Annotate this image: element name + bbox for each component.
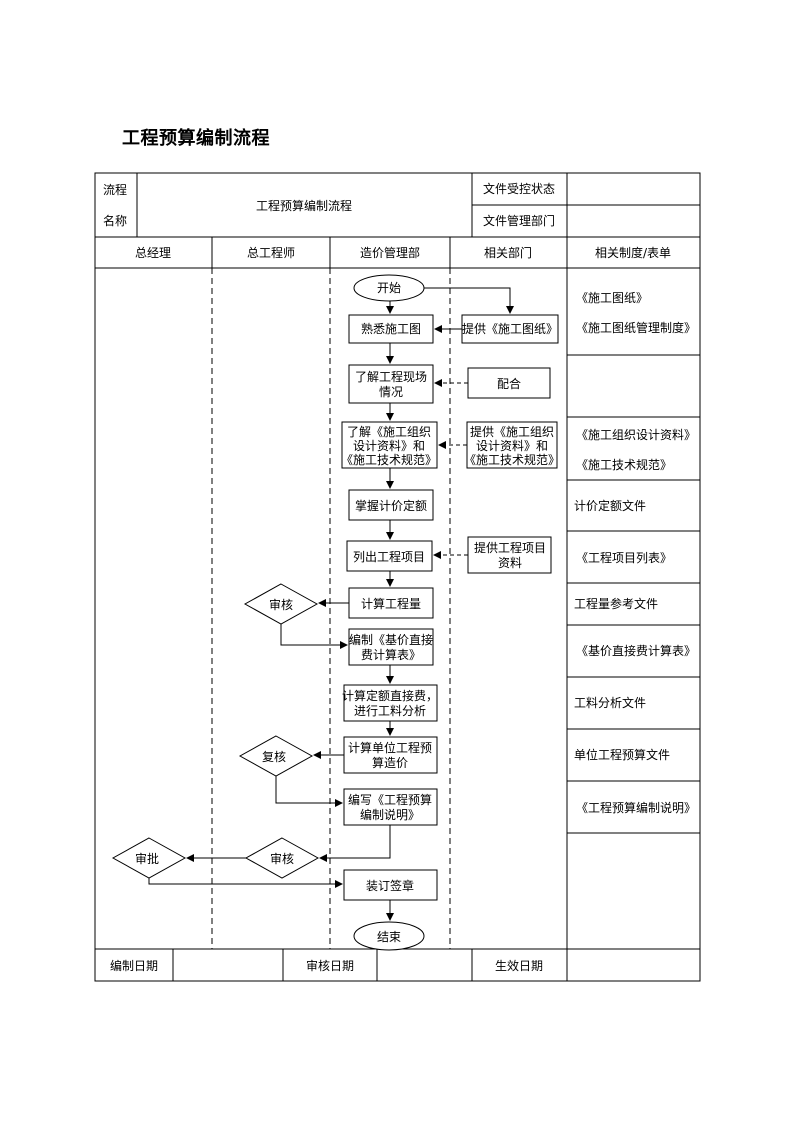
step-understand-site [348,364,434,404]
related-provide-drawings-label: 提供《施工图纸》 [462,321,558,336]
related-cooperate [467,367,551,399]
column-header-forms: 相关制度/表单 [595,245,671,260]
form-quantity-reference: 工程量参考文件 [574,596,658,611]
start-label: 开始 [377,281,401,295]
form-drawing-management-rules: 《施工图纸管理制度》 [576,320,696,335]
step-calc-direct-cost-label-2: 进行工料分析 [354,704,426,718]
related-provide-item-data-label-2: 资料 [498,556,522,570]
step-list-items-label: 列出工程项目 [353,549,425,564]
doc-dept-label: 文件管理部门 [483,213,555,228]
step-compile-cost-sheet-label-2: 费计算表》 [361,647,421,662]
step-understand-design-data-label-3: 《施工技术规范》 [341,452,437,467]
end-node [353,921,425,951]
related-provide-design-data-label-2: 设计资料》和 [476,439,548,453]
page-title: 工程预算编制流程 [122,128,270,149]
doc-status-label: 文件受控状态 [483,181,555,196]
step-understand-design-data [341,421,438,469]
related-provide-drawings [461,314,559,344]
step-calc-quantity-label: 计算工程量 [361,596,421,611]
arrow-review-n7 [280,624,348,649]
step-master-quota-label: 掌握计价定额 [355,498,427,513]
table-border [94,172,701,982]
related-provide-item-data-label-1: 提供工程项目 [474,540,546,555]
arrow-n10-review2 [319,825,391,862]
step-calc-unit-budget-label-1: 计算单位工程预 [348,740,432,755]
related-cooperate-label: 配合 [497,376,521,391]
step-calc-direct-cost-label-1: 计算定额直接费， [342,688,438,703]
step-write-description-label-2: 编制说明》 [360,807,420,822]
column-header-cost-dept: 造价管理部 [360,245,420,260]
step-list-items [346,540,433,572]
step-calc-unit-budget [343,736,438,774]
step-familiarize-drawings [348,314,434,344]
decision-review-2-label: 审核 [270,851,294,866]
step-compile-cost-sheet [348,628,434,666]
decision-review-2 [244,837,320,879]
step-calc-quantity [348,587,434,619]
related-provide-design-data-label-1: 提供《施工组织 [470,424,554,439]
decision-approve-label: 审批 [135,851,159,866]
arrow-recheck-n10 [275,776,343,807]
step-familiarize-drawings-label: 熟悉施工图 [361,321,421,336]
form-labor-material-analysis: 工料分析文件 [574,695,646,710]
end-label: 结束 [377,930,401,944]
step-compile-cost-sheet-label-1: 编制《基价直接 [349,632,433,647]
arrow-start-to-provide [424,287,514,314]
step-calc-direct-cost [343,684,438,722]
decision-review-1-label: 审核 [269,597,293,612]
step-understand-site-label-1: 了解工程现场 [355,369,427,384]
step-understand-site-label-2: 情况 [379,385,403,399]
flow-label-2: 名称 [103,213,127,228]
step-bind-sign-label: 装订签章 [366,878,414,893]
form-construction-drawings: 《施工图纸》 [576,291,648,305]
form-budget-description: 《工程预算编制说明》 [576,800,696,815]
review-date-label: 审核日期 [306,958,354,973]
flow-label-1: 流程 [103,182,127,197]
form-construction-design-data: 《施工组织设计资料》 [576,428,696,442]
form-base-direct-cost-sheet: 《基价直接费计算表》 [576,643,696,658]
form-construction-tech-spec: 《施工技术规范》 [576,457,672,472]
step-bind-sign [343,869,438,901]
step-master-quota [348,489,434,521]
effective-date-label: 生效日期 [495,958,543,973]
form-pricing-quota-file: 计价定额文件 [574,498,646,513]
column-header-related-dept: 相关部门 [484,245,532,260]
compile-date-label: 编制日期 [110,958,158,973]
form-unit-budget-file: 单位工程预算文件 [574,747,670,762]
decision-recheck-label: 复核 [262,750,286,764]
related-provide-design-data [466,421,558,469]
step-understand-design-data-label-2: 设计资料》和 [353,439,425,453]
step-write-description-label-1: 编写《工程预算 [348,792,432,807]
step-understand-design-data-label-1: 了解《施工组织 [347,425,431,439]
related-provide-design-data-label-3: 《施工技术规范》 [464,452,560,467]
column-header-chief-engineer: 总工程师 [247,245,295,260]
flow-name: 工程预算编制流程 [256,198,352,213]
column-header-gm: 总经理 [135,246,171,260]
step-write-description [343,788,438,826]
form-project-item-list: 《工程项目列表》 [576,550,672,565]
arrow-approve-n11 [148,878,343,888]
step-calc-unit-budget-label-2: 算造价 [372,755,408,770]
